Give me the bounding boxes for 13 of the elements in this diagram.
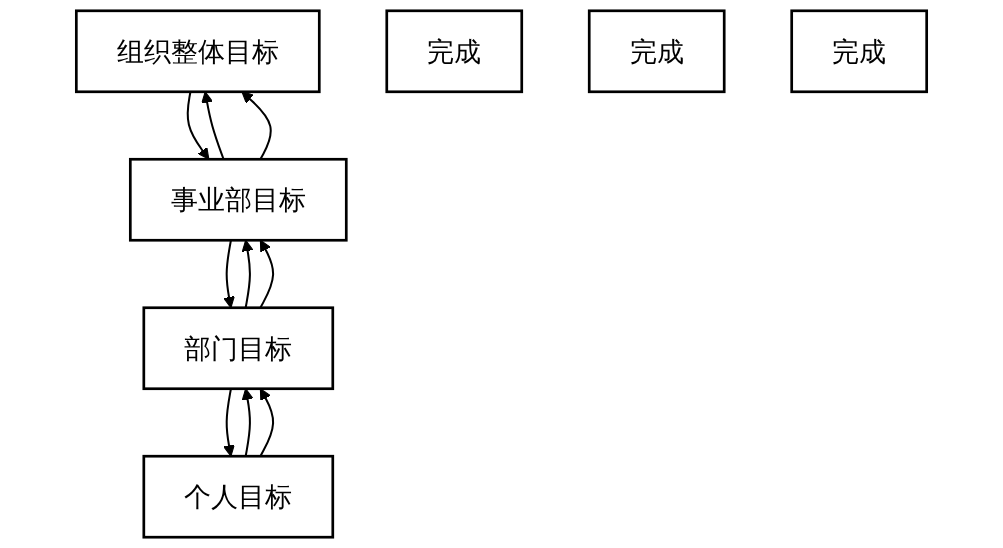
node-box: 个人目标 (142, 454, 335, 539)
arrow (259, 388, 275, 457)
node-box: 事业部目标 (128, 157, 348, 242)
arrow (241, 388, 254, 457)
node-box: 组织整体目标 (75, 9, 321, 94)
node-box: 完成 (790, 9, 928, 94)
arrow (201, 91, 225, 160)
node-box: 完成 (587, 9, 726, 94)
node-box: 部门目标 (142, 306, 335, 391)
arrow (223, 388, 235, 457)
arrow (241, 91, 272, 160)
node-box: 完成 (385, 9, 524, 94)
arrow (186, 91, 210, 160)
